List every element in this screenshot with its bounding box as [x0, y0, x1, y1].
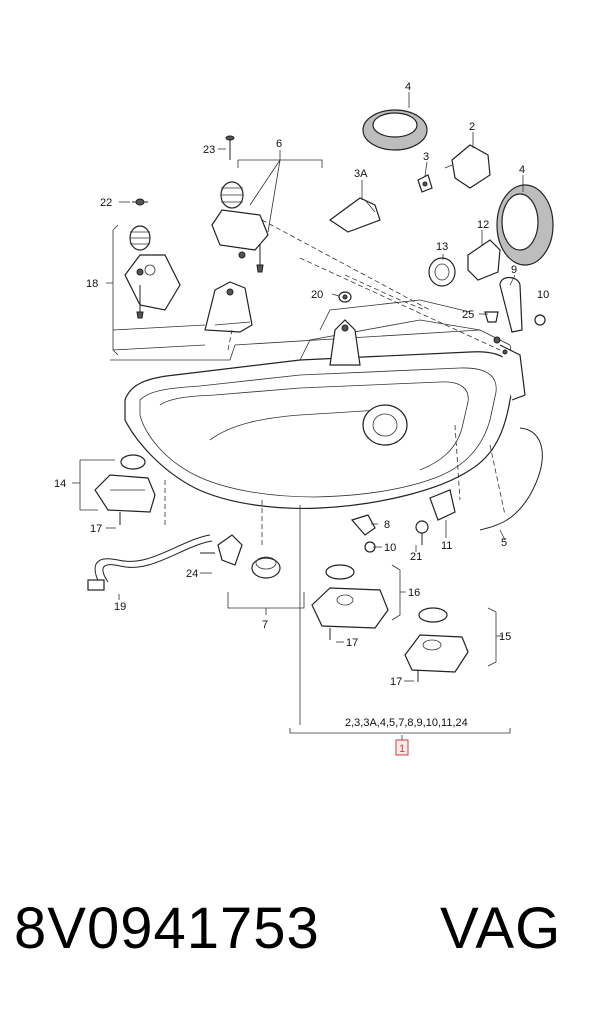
label-16: 16: [408, 587, 420, 599]
label-6: 6: [276, 138, 282, 150]
label-25: 25: [462, 309, 474, 321]
label-21: 21: [410, 551, 422, 563]
label-11: 11: [441, 540, 452, 552]
plug-25: [484, 311, 499, 323]
bulb-3a: [328, 197, 381, 233]
label-10-mid: 10: [384, 542, 396, 554]
label-20: 20: [311, 289, 323, 301]
label-3: 3: [423, 151, 429, 163]
group-list-label: 2,3,3A,4,5,7,8,9,10,11,24: [345, 717, 468, 729]
mount-bracket-upper: [204, 281, 253, 333]
screw-22: [132, 198, 148, 206]
headlight-housing: [124, 299, 526, 509]
label-pointers: [106, 92, 524, 682]
label-2: 2: [469, 121, 475, 133]
adjuster-6: [211, 181, 269, 273]
label-3a: 3A: [354, 168, 368, 180]
ring-10-top: [534, 314, 546, 326]
hose-19: [87, 534, 213, 591]
adjuster-7: [200, 534, 281, 579]
cover-cap-4-right: [496, 184, 554, 266]
cable-5: [479, 427, 543, 531]
socket-13: [428, 257, 456, 287]
control-unit-16: [311, 564, 389, 640]
highlight-box-1: [395, 739, 409, 756]
label-10-top: 10: [537, 289, 549, 301]
label-4-right: 4: [519, 164, 525, 176]
label-18: 18: [86, 278, 98, 290]
braces: [72, 150, 511, 742]
label-22: 22: [100, 197, 112, 209]
brand-text: VAG: [440, 896, 562, 961]
control-unit-14: [94, 454, 156, 525]
elbow-8: [350, 514, 376, 536]
label-17-mid: 17: [346, 637, 358, 649]
igniter-12: [467, 239, 501, 281]
holder-9: [499, 276, 523, 333]
label-7: 7: [262, 619, 268, 631]
label-24: 24: [186, 568, 198, 580]
control-unit-15: [404, 607, 469, 682]
label-5: 5: [501, 537, 507, 549]
label-15: 15: [499, 631, 511, 643]
connector-11: [429, 489, 456, 521]
bracket-assembly-18: [124, 225, 181, 319]
label-8: 8: [384, 519, 390, 531]
label-1: 1: [399, 743, 405, 755]
label-9: 9: [511, 264, 517, 276]
label-23: 23: [203, 144, 215, 156]
cover-cap-4-top: [362, 109, 428, 151]
clip-21: [415, 520, 429, 545]
label-19: 19: [114, 601, 126, 613]
part-labels: 4 2 3 3A 4 6 23 22 12 13 9 18 20 10 25 1…: [54, 81, 549, 756]
part-number-text: 8V0941753: [14, 896, 320, 961]
bulb-3: [417, 174, 433, 193]
label-4-top: 4: [405, 81, 411, 93]
screw-23: [225, 135, 235, 160]
label-13: 13: [436, 241, 448, 253]
clip-20: [338, 291, 352, 303]
leader-lines: [110, 219, 506, 725]
label-14: 14: [54, 478, 66, 490]
exploded-parts-diagram: 4 2 3 3A 4 6 23 22 12 13 9 18 20 10 25 1…: [54, 81, 554, 756]
label-17-left: 17: [90, 523, 102, 535]
label-12: 12: [477, 219, 489, 231]
label-17-right: 17: [390, 676, 402, 688]
bulb-2: [444, 144, 491, 189]
